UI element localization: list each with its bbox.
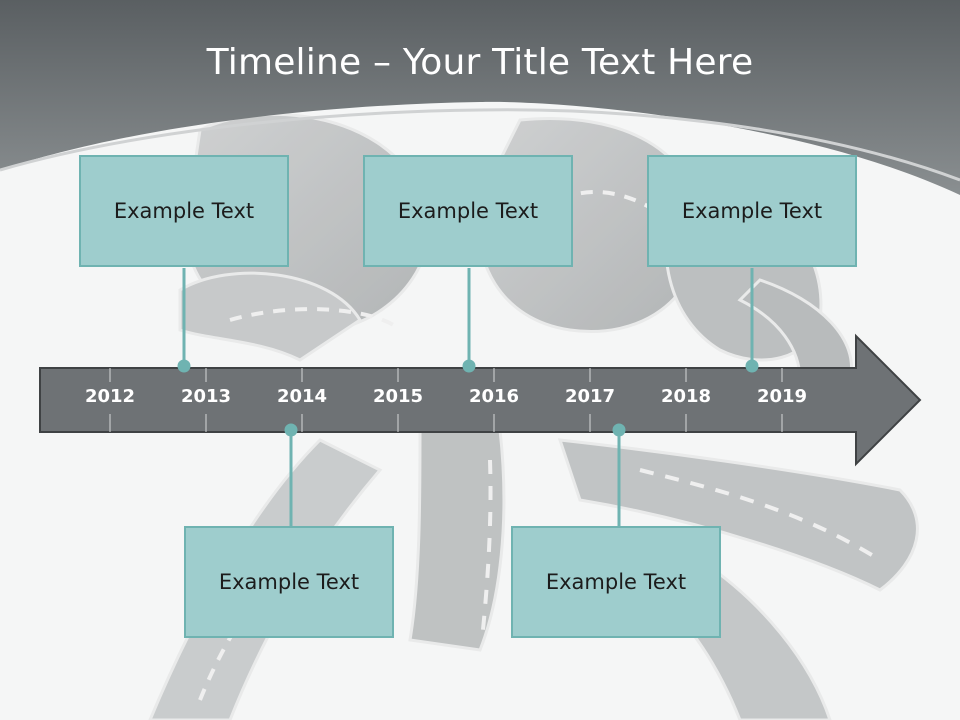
callout-box-top-1: Example Text — [79, 155, 289, 267]
year-label-2016: 2016 — [468, 386, 520, 407]
callout-box-top-3: Example Text — [647, 155, 857, 267]
header-band — [0, 0, 960, 195]
year-ticks — [109, 368, 783, 432]
connector-dot-top-2 — [462, 359, 476, 373]
callout-box-top-2: Example Text — [363, 155, 573, 267]
callout-text: Example Text — [681, 199, 823, 223]
slide-title: Timeline – Your Title Text Here — [206, 42, 754, 83]
callout-text: Example Text — [113, 199, 255, 223]
year-label-2019: 2019 — [756, 386, 808, 407]
callout-box-bottom-1: Example Text — [184, 526, 394, 638]
year-label-2012: 2012 — [84, 386, 136, 407]
callout-box-bottom-2: Example Text — [511, 526, 721, 638]
connector-dot-bottom-2 — [612, 423, 626, 437]
year-label-2015: 2015 — [372, 386, 424, 407]
year-label-2013: 2013 — [180, 386, 232, 407]
year-label-2018: 2018 — [660, 386, 712, 407]
callout-text: Example Text — [397, 199, 539, 223]
callout-text: Example Text — [545, 570, 687, 594]
year-label-2017: 2017 — [564, 386, 616, 407]
connector-dot-top-3 — [745, 359, 759, 373]
connector-dot-bottom-1 — [284, 423, 298, 437]
year-label-2014: 2014 — [276, 386, 328, 407]
timeline-arrow — [39, 333, 922, 467]
callout-text: Example Text — [218, 570, 360, 594]
connector-dot-top-1 — [177, 359, 191, 373]
